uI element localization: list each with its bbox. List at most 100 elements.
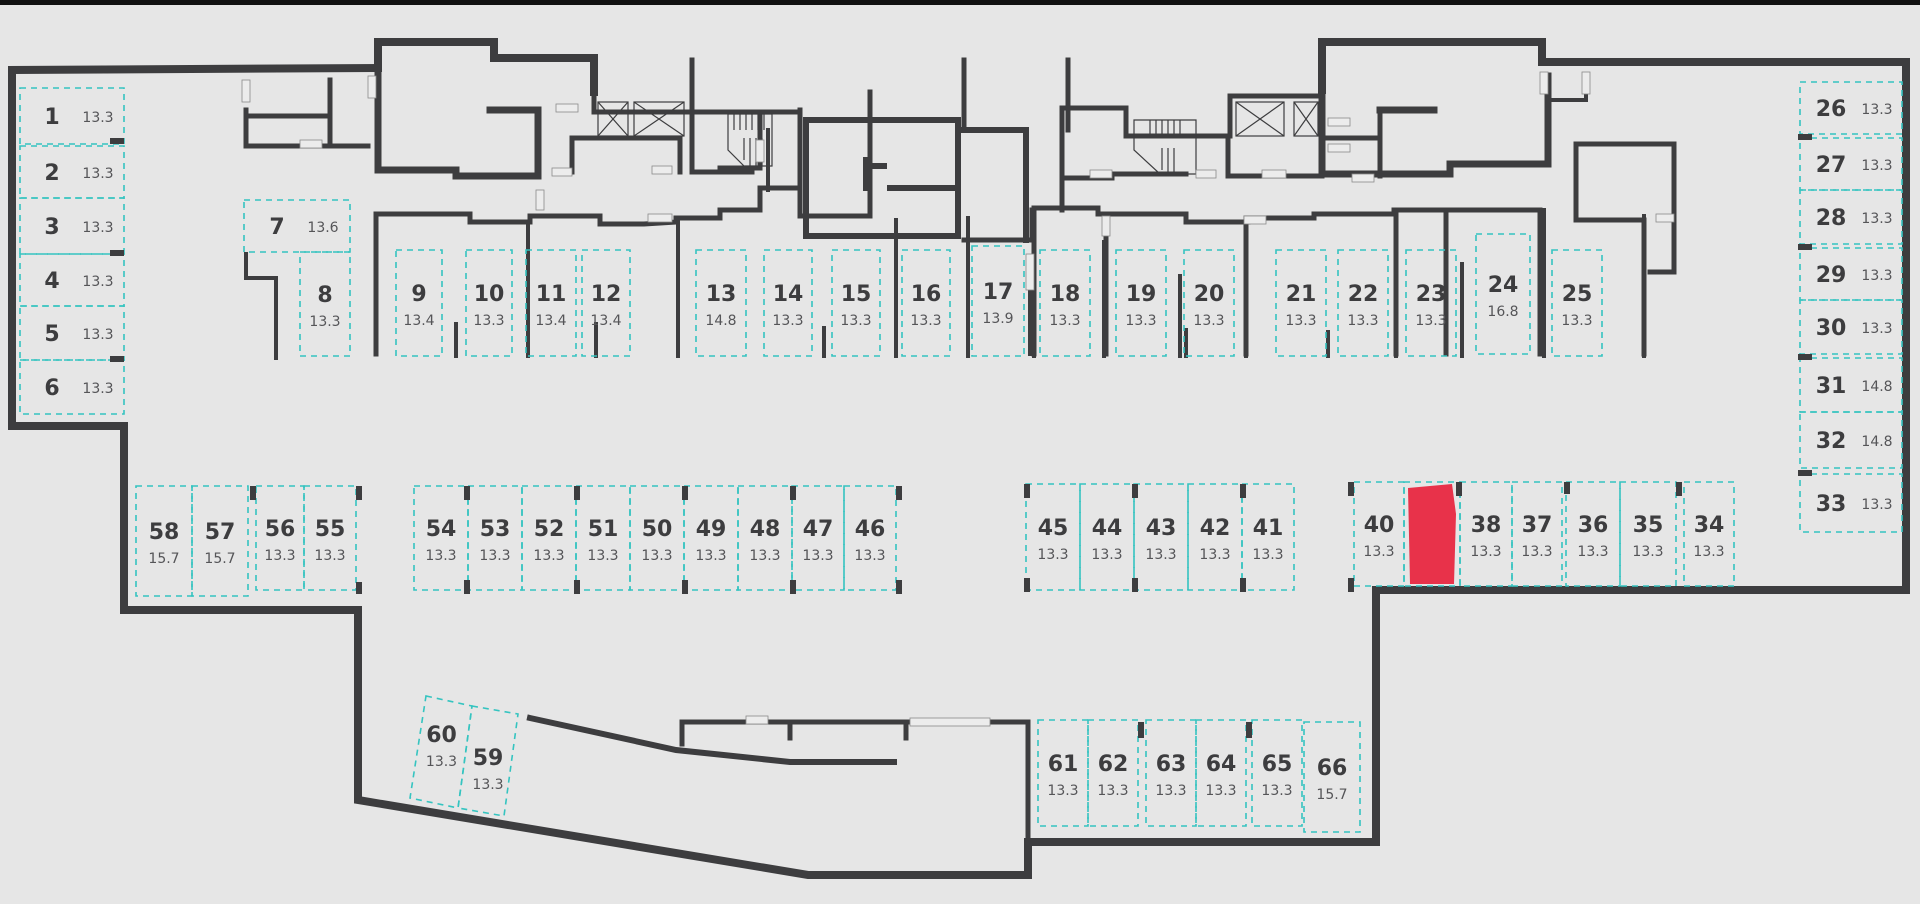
door-opening	[1195, 169, 1217, 179]
spot-area: 13.3	[749, 548, 780, 564]
spot-number: 24	[1488, 273, 1519, 298]
wall-segment	[1546, 72, 1588, 102]
openings	[241, 71, 1675, 725]
spot-number: 51	[588, 517, 619, 542]
spot-area: 16.8	[1487, 304, 1518, 320]
small-room	[1573, 141, 1677, 357]
spot-area: 13.3	[1193, 313, 1224, 329]
parking-spot-39[interactable]: 39	[1403, 481, 1461, 587]
column-post	[1024, 578, 1030, 592]
column-post	[574, 580, 580, 594]
spot-number: 37	[1522, 513, 1553, 538]
parking-spot-9[interactable]: 913.4	[395, 249, 443, 357]
elevator-cross	[597, 101, 629, 137]
spot-outline	[243, 199, 351, 253]
selected-spot-marker[interactable]	[1408, 484, 1456, 584]
wall-segment	[1225, 87, 1325, 179]
column-post	[896, 486, 902, 500]
elevator-cross	[1235, 101, 1285, 137]
parking-spot-8[interactable]: 813.3	[299, 251, 351, 357]
spot-number: 10	[474, 282, 505, 307]
spot-area: 13.3	[1470, 544, 1501, 560]
door-opening	[1655, 213, 1675, 223]
spot-number: 62	[1098, 752, 1129, 777]
spot-area: 13.3	[1155, 783, 1186, 799]
spot-number: 40	[1364, 513, 1395, 538]
spot-number: 8	[317, 283, 332, 308]
spot-outline	[1039, 249, 1091, 357]
spot-area: 13.3	[772, 313, 803, 329]
door-opening	[1581, 71, 1591, 95]
spot-outline	[1251, 719, 1303, 827]
spot-area: 13.3	[1091, 547, 1122, 563]
column-post	[1240, 484, 1246, 498]
spot-area: 13.3	[82, 220, 113, 236]
parking-spot-24[interactable]: 24 16.8	[1475, 233, 1531, 355]
spot-outline	[413, 485, 469, 591]
column-post	[1798, 354, 1812, 360]
